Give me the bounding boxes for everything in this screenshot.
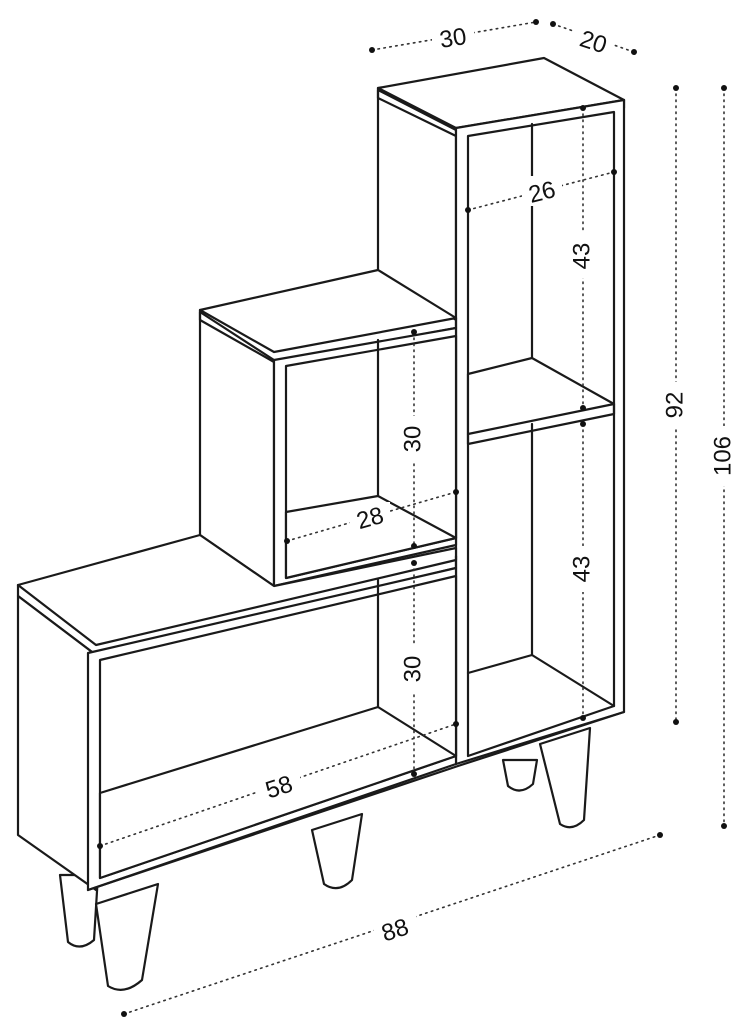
back-leg-left xyxy=(58,873,100,948)
dim-top-width: 30 xyxy=(438,23,469,54)
dim-lower-right-height: 43 xyxy=(568,556,595,583)
dim-upper-right-height: 43 xyxy=(568,243,595,270)
front-leg-right xyxy=(538,726,592,829)
front-leg-middle xyxy=(310,812,364,890)
dim-middle-height: 30 xyxy=(399,426,426,453)
bottom-box xyxy=(16,533,626,892)
dim-upper-right-width: 26 xyxy=(526,176,558,209)
dim-lower-middle-height: 30 xyxy=(399,656,426,683)
front-leg-left xyxy=(94,882,160,991)
dim-height-without-legs: 92 xyxy=(661,392,688,419)
back-leg-right xyxy=(501,758,539,792)
dim-overall-height: 106 xyxy=(709,436,736,476)
